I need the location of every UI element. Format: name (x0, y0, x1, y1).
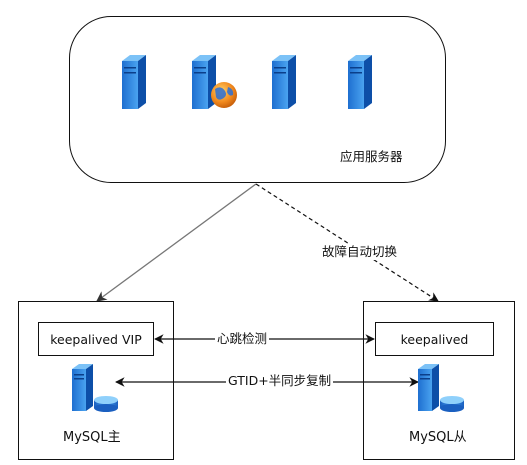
keepalived-vip-label: keepalived VIP (50, 331, 142, 347)
failover-edge (255, 183, 439, 302)
server-icon (122, 55, 146, 109)
mysql-slave-box (363, 301, 515, 460)
failover-label: 故障自动切换 (322, 244, 398, 260)
app-server-label: 应用服务器 (340, 149, 403, 164)
web-server-icon (192, 55, 237, 109)
mysql-slave-label: MySQL从 (409, 430, 467, 445)
keepalived-vip-box: keepalived VIP (38, 322, 154, 356)
server-icon (272, 55, 296, 109)
mysql-master-label: MySQL主 (63, 430, 121, 445)
app-to-master-edge (96, 183, 257, 302)
mysql-master-box (18, 301, 174, 460)
database-server-icon (72, 364, 118, 412)
heartbeat-label: 心跳检测 (215, 331, 270, 347)
server-icon (348, 55, 372, 109)
database-server-icon (418, 364, 464, 412)
keepalived-label: keepalived (400, 331, 469, 347)
keepalived-box: keepalived (375, 322, 494, 356)
replication-label: GTID+半同步复制 (226, 373, 334, 389)
app-server-box (69, 16, 446, 183)
